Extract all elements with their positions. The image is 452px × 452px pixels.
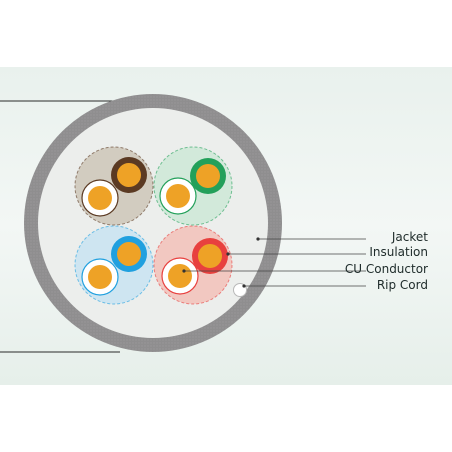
leader-dots <box>182 237 260 288</box>
green-pair-colored-conductor <box>196 164 220 188</box>
brown-pair <box>74 146 154 226</box>
label-rip-cord: Rip Cord <box>376 278 428 292</box>
label-jacket: Jacket <box>391 230 428 244</box>
leader-lines <box>184 238 366 287</box>
green-pair-white-conductor <box>166 184 190 208</box>
leader-dot-insulation <box>226 252 230 256</box>
green-pair <box>153 146 233 226</box>
leader-dot-jacket <box>256 237 260 241</box>
blue-pair-white-conductor <box>88 265 112 289</box>
twisted-pairs <box>74 146 233 305</box>
orange-pair-colored-conductor <box>198 244 222 268</box>
label-cu-conductor: CU Conductor <box>344 262 428 276</box>
brown-pair-white-conductor <box>88 186 112 210</box>
orange-pair-white-conductor <box>168 264 192 288</box>
leader-dot-rip-cord <box>242 284 246 288</box>
inner-fill <box>38 108 268 338</box>
blue-pair-colored-conductor <box>117 242 141 266</box>
label-insulation: Insulation <box>369 245 428 259</box>
leader-dot-conductor <box>182 269 186 273</box>
orange-pair <box>153 225 233 305</box>
brown-pair-colored-conductor <box>117 163 141 187</box>
blue-pair <box>74 225 154 305</box>
